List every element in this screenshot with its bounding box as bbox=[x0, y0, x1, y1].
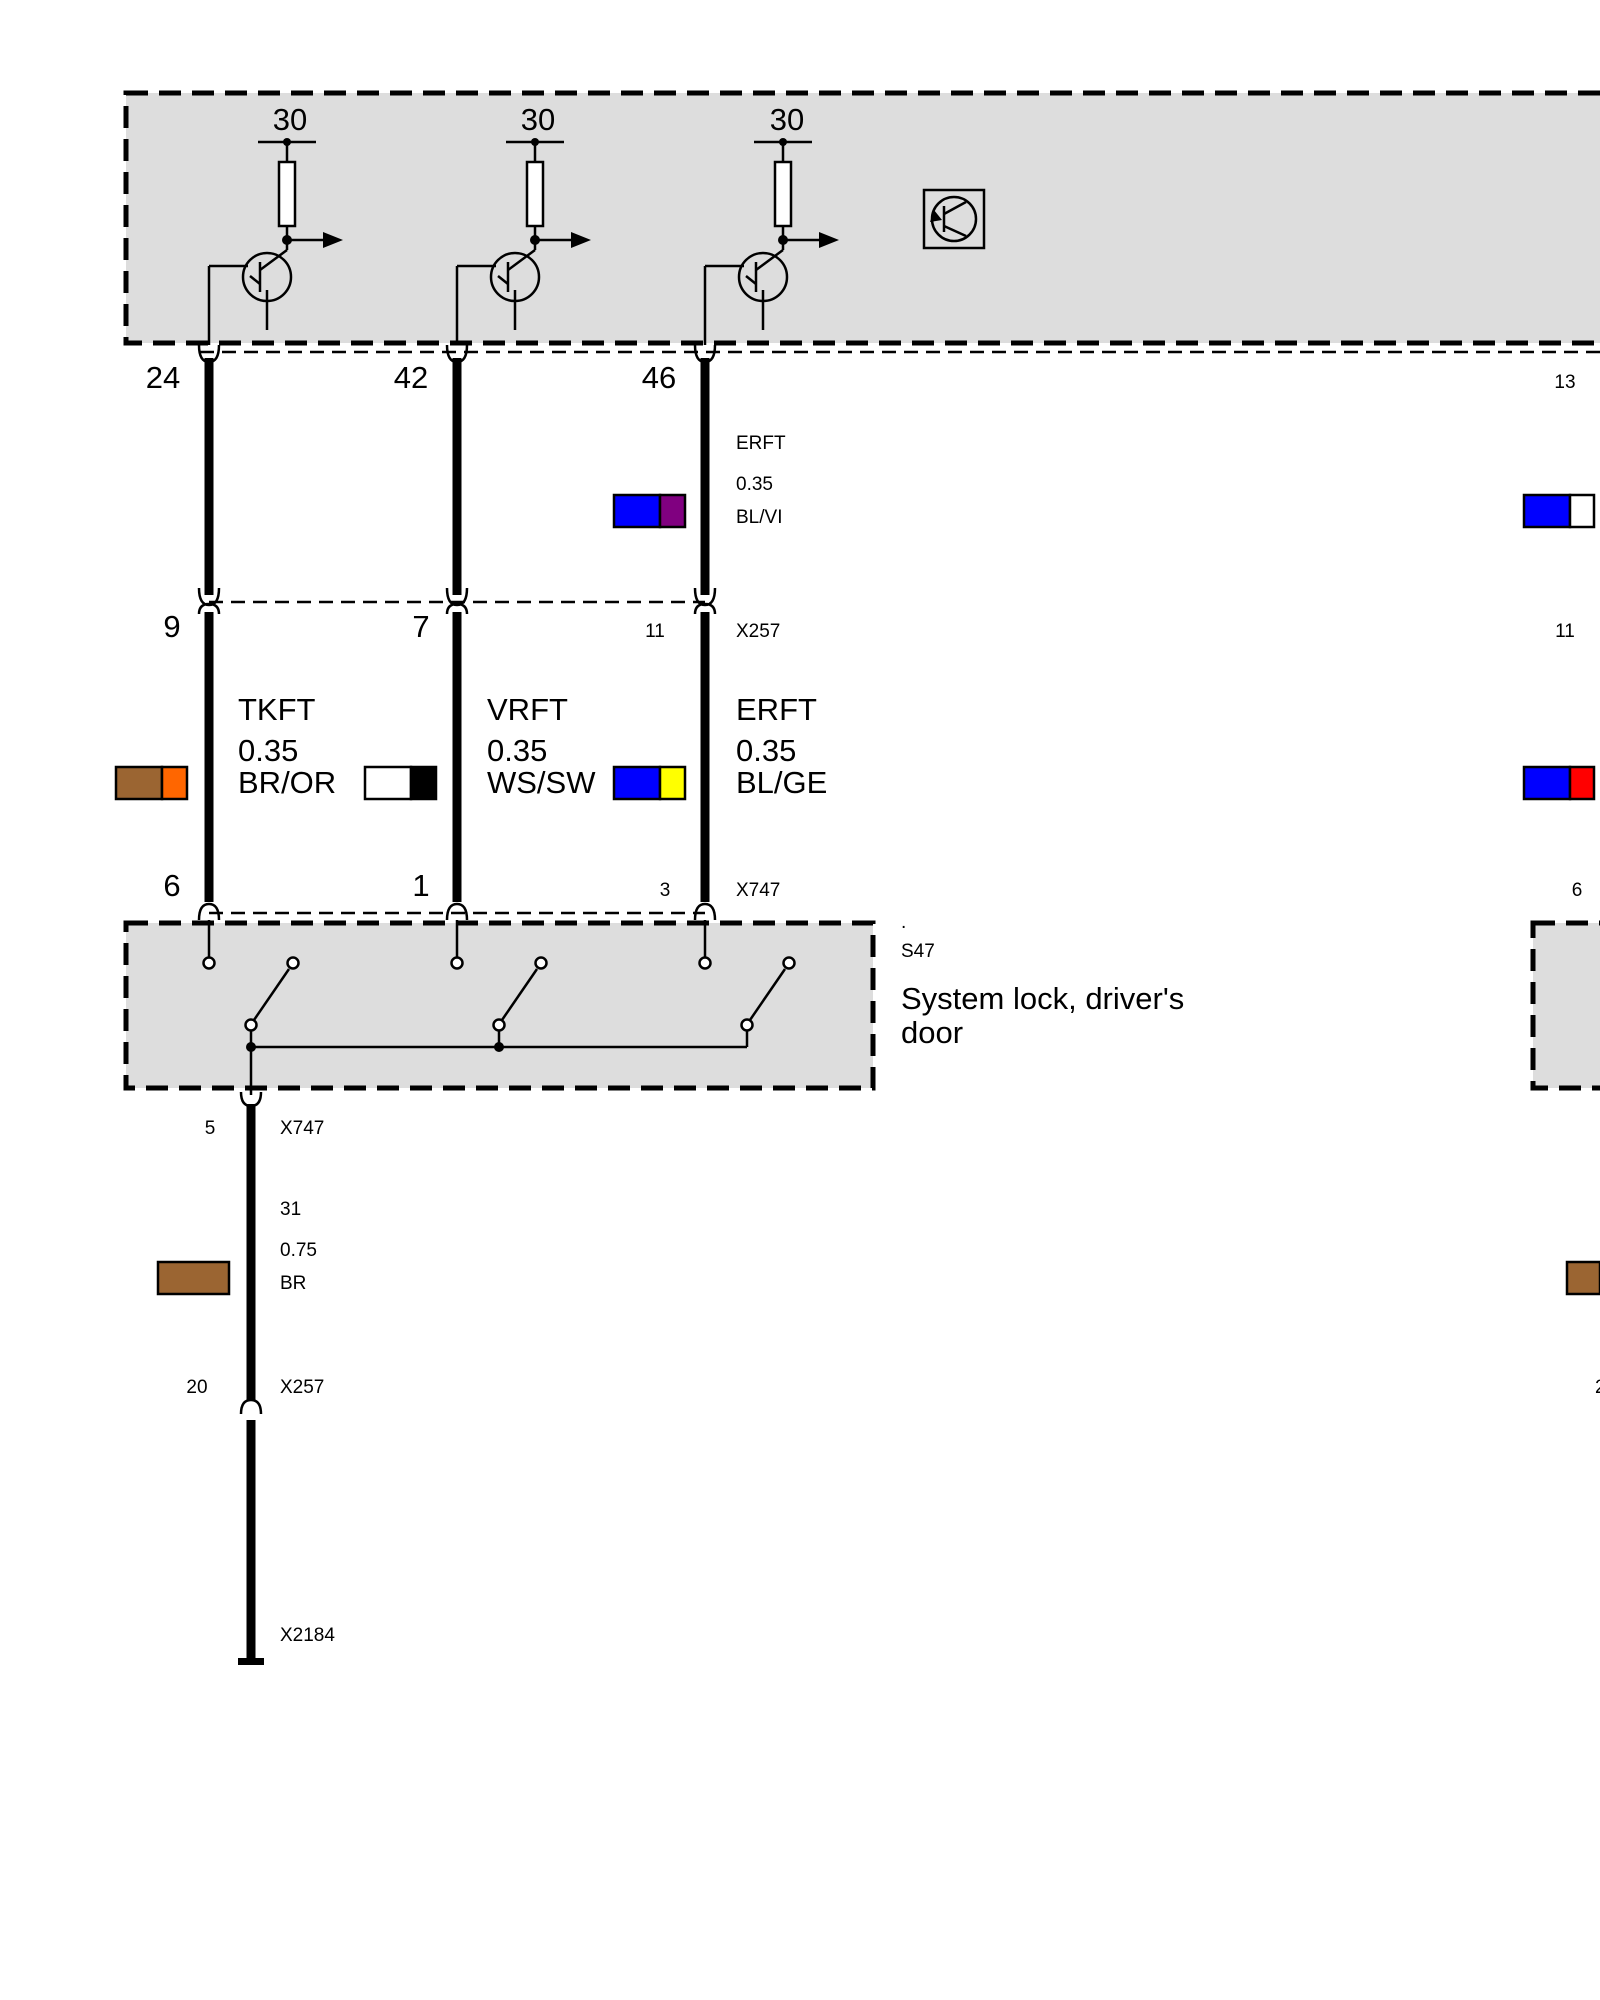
pull-up-resistor bbox=[525, 160, 545, 228]
connector-name: X747 bbox=[736, 880, 780, 901]
connector-name: X257 bbox=[280, 1377, 324, 1398]
connector-fork bbox=[239, 1398, 263, 1415]
wire-color-code: BL/GE bbox=[736, 765, 827, 800]
wire-signal-name: VRFT bbox=[487, 692, 568, 727]
supply-terminal-label: 30 bbox=[521, 102, 555, 137]
wire-color-code: BR bbox=[280, 1273, 306, 1294]
driver-stage-1: 30 bbox=[207, 102, 343, 345]
output-arrow-icon bbox=[323, 232, 343, 248]
output-arrow-icon bbox=[571, 232, 591, 248]
switch-block-box-right bbox=[1530, 920, 1600, 1091]
output-arrow-icon bbox=[819, 232, 839, 248]
connector-forks-top bbox=[197, 344, 717, 364]
wire-color-swatch-right bbox=[1565, 1260, 1600, 1296]
pin-number: 42 bbox=[394, 360, 428, 395]
pin-number: 1 bbox=[412, 868, 429, 903]
component-id: S47 bbox=[901, 941, 935, 962]
wire-color-swatch-right bbox=[1522, 765, 1596, 801]
pin-number: 7 bbox=[412, 609, 429, 644]
connector-forks-x257 bbox=[197, 587, 717, 615]
wire-gauge: 0.35 bbox=[736, 733, 796, 768]
connector-name: X747 bbox=[280, 1118, 324, 1139]
pin-number: 11 bbox=[645, 621, 665, 642]
component-title: System lock, driver's bbox=[901, 981, 1184, 1016]
wire-color-swatch bbox=[156, 1260, 231, 1296]
wire-color-code: BL/VI bbox=[736, 507, 782, 528]
pin-number: 9 bbox=[163, 609, 180, 644]
pin-number: 6 bbox=[1572, 880, 1583, 901]
driver-stage-2: 30 bbox=[455, 102, 591, 345]
wire-gauge: 0.35 bbox=[238, 733, 298, 768]
wire-color-swatch bbox=[363, 765, 438, 801]
pin-number: 46 bbox=[642, 360, 676, 395]
supply-terminal-label: 30 bbox=[770, 102, 804, 137]
pin-number: 2 bbox=[1595, 1377, 1600, 1398]
driver-stage-3: 30 bbox=[703, 102, 839, 345]
wire-signal-name: 31 bbox=[280, 1199, 301, 1220]
wire-color-swatch bbox=[114, 765, 189, 801]
wire-signal-name: TKFT bbox=[238, 692, 316, 727]
wire-signal-name: ERFT bbox=[736, 692, 817, 727]
wire-color-code: WS/SW bbox=[487, 765, 596, 800]
wire-segment-middle bbox=[204, 612, 710, 902]
electronic-control-unit-icon bbox=[922, 188, 986, 250]
component-title-line2: door bbox=[901, 1015, 963, 1050]
connector-name: X257 bbox=[736, 621, 780, 642]
connector-name: X2184 bbox=[280, 1625, 335, 1646]
pin-number: 13 bbox=[1554, 372, 1575, 393]
pin-number: 11 bbox=[1555, 621, 1575, 642]
pin-number: 24 bbox=[146, 360, 180, 395]
wire-gauge: 0.75 bbox=[280, 1240, 317, 1261]
control-unit-box bbox=[123, 90, 1600, 346]
connector-forks-x747 bbox=[197, 902, 717, 921]
ground-terminal-icon bbox=[238, 1658, 264, 1665]
pin-number: 6 bbox=[163, 868, 180, 903]
wire-color-swatch bbox=[612, 493, 687, 529]
pin-number: 3 bbox=[660, 880, 671, 901]
wire-color-code: BR/OR bbox=[238, 765, 336, 800]
pin-number: 5 bbox=[205, 1118, 216, 1139]
wire-color-swatch-right bbox=[1522, 493, 1596, 529]
pull-up-resistor bbox=[277, 160, 297, 228]
wire-gauge: 0.35 bbox=[736, 474, 773, 495]
wire-signal-name: ERFT bbox=[736, 433, 786, 454]
wire-color-swatch bbox=[612, 765, 687, 801]
wire-segment-upper bbox=[204, 358, 710, 595]
wire-gauge: 0.35 bbox=[487, 733, 547, 768]
supply-terminal-label: 30 bbox=[273, 102, 307, 137]
lock-switch-contacts bbox=[202, 920, 796, 1095]
pin-number: 20 bbox=[186, 1377, 207, 1398]
pull-up-resistor bbox=[773, 160, 793, 228]
component-dot: . bbox=[901, 912, 906, 933]
